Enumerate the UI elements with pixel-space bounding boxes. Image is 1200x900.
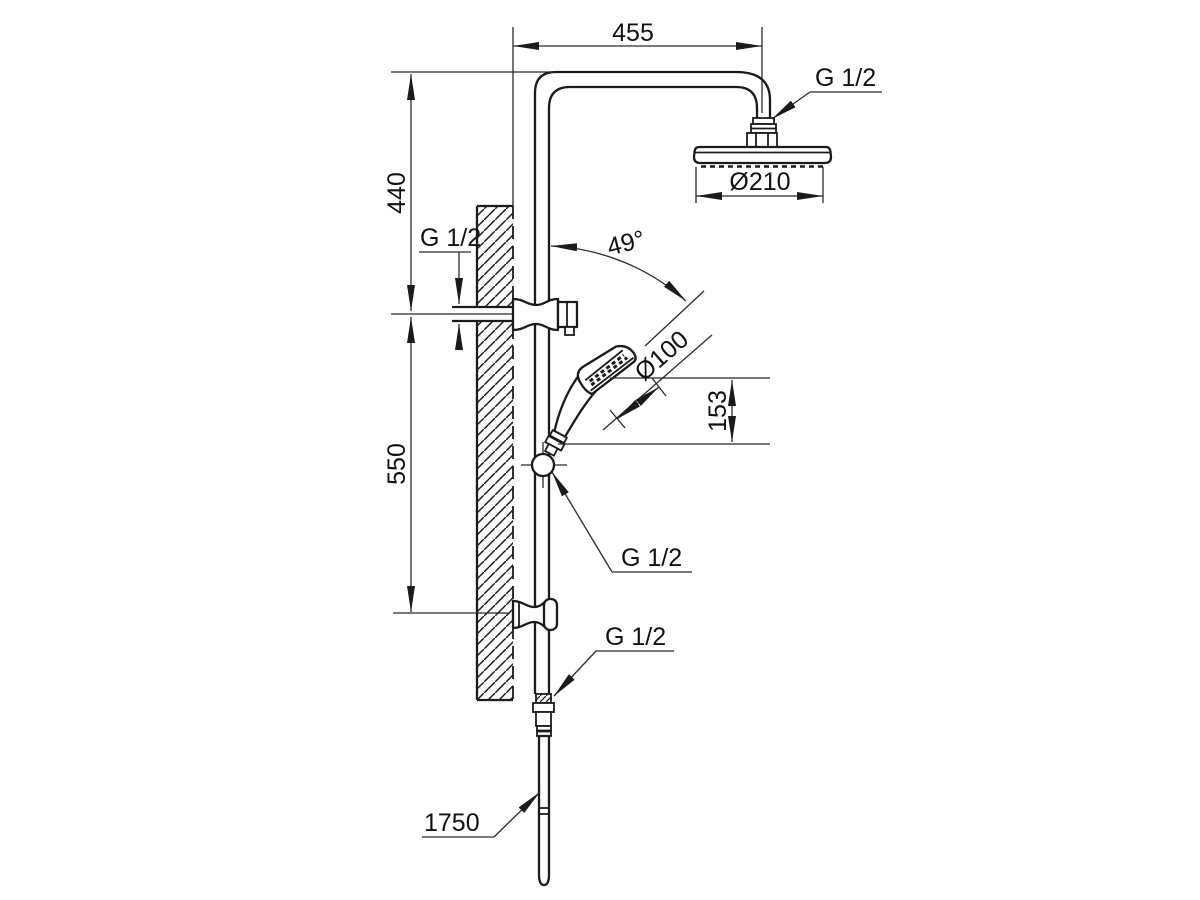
thread-holder-label: G 1/2 bbox=[621, 544, 682, 572]
hand-shower bbox=[521, 344, 637, 488]
leader-thread-hose bbox=[553, 650, 597, 697]
hose-thread bbox=[535, 693, 552, 704]
bracket-knob bbox=[542, 597, 559, 632]
thread-hose-label: G 1/2 bbox=[605, 623, 666, 651]
wall-bracket-lower bbox=[511, 597, 559, 632]
head-connector-nut bbox=[746, 132, 778, 148]
supply-elbow bbox=[452, 297, 579, 336]
diverter-body bbox=[511, 297, 560, 332]
handle-ring-1 bbox=[548, 428, 569, 445]
pipe-outer-edge bbox=[533, 70, 772, 694]
dimension-labels: 455 440 550 Ø210 153 Ø100 49° G 1/2 G 1/… bbox=[383, 19, 876, 837]
hand-face-dots-2 bbox=[588, 353, 625, 383]
hand-face-inner-line bbox=[584, 349, 624, 381]
overhead-shower-head bbox=[692, 145, 833, 165]
hose-tube bbox=[537, 734, 551, 887]
leader-thread-holder bbox=[551, 471, 613, 573]
dim-49-arc bbox=[550, 243, 687, 302]
dim-440-label: 440 bbox=[383, 172, 411, 214]
holder-pivot bbox=[530, 452, 556, 478]
dim-455-label: 455 bbox=[612, 19, 654, 47]
riser-pipe-and-arm bbox=[533, 70, 772, 694]
slider-holder bbox=[521, 442, 567, 488]
leader-thread-overhead bbox=[771, 91, 811, 120]
thread-overhead-label: G 1/2 bbox=[815, 64, 876, 92]
head-connector-collar bbox=[752, 117, 775, 125]
leader-hose-length bbox=[493, 791, 541, 838]
hand-face-line bbox=[590, 357, 635, 392]
dimension-lines bbox=[407, 42, 823, 612]
hose-neck bbox=[535, 711, 552, 727]
hose-collar bbox=[532, 702, 555, 713]
overhead-shower bbox=[692, 117, 833, 168]
wall-hatch bbox=[477, 206, 513, 700]
angle-49-label: 49° bbox=[604, 225, 647, 261]
handle-hose-stub bbox=[543, 442, 559, 457]
hand-head-body bbox=[576, 344, 637, 396]
diverter-knob bbox=[564, 326, 575, 336]
pipe-inner-edge bbox=[547, 85, 759, 694]
wall-section bbox=[475, 204, 514, 702]
shower-hose bbox=[532, 693, 555, 887]
dim-550-label: 550 bbox=[383, 443, 411, 485]
dim-153-label: 153 bbox=[704, 390, 732, 432]
dim-100-line bbox=[616, 386, 660, 420]
hand-shower-axis-line bbox=[644, 290, 705, 347]
thread-supply-label: G 1/2 bbox=[420, 224, 481, 252]
dia-210-label: Ø210 bbox=[729, 168, 790, 196]
hose-length-label: 1750 bbox=[424, 809, 480, 837]
hose-ring-1 bbox=[536, 725, 552, 732]
leader-lines bbox=[419, 91, 882, 838]
hand-shower-head bbox=[576, 344, 637, 396]
hand-face-dots-1 bbox=[590, 356, 629, 387]
